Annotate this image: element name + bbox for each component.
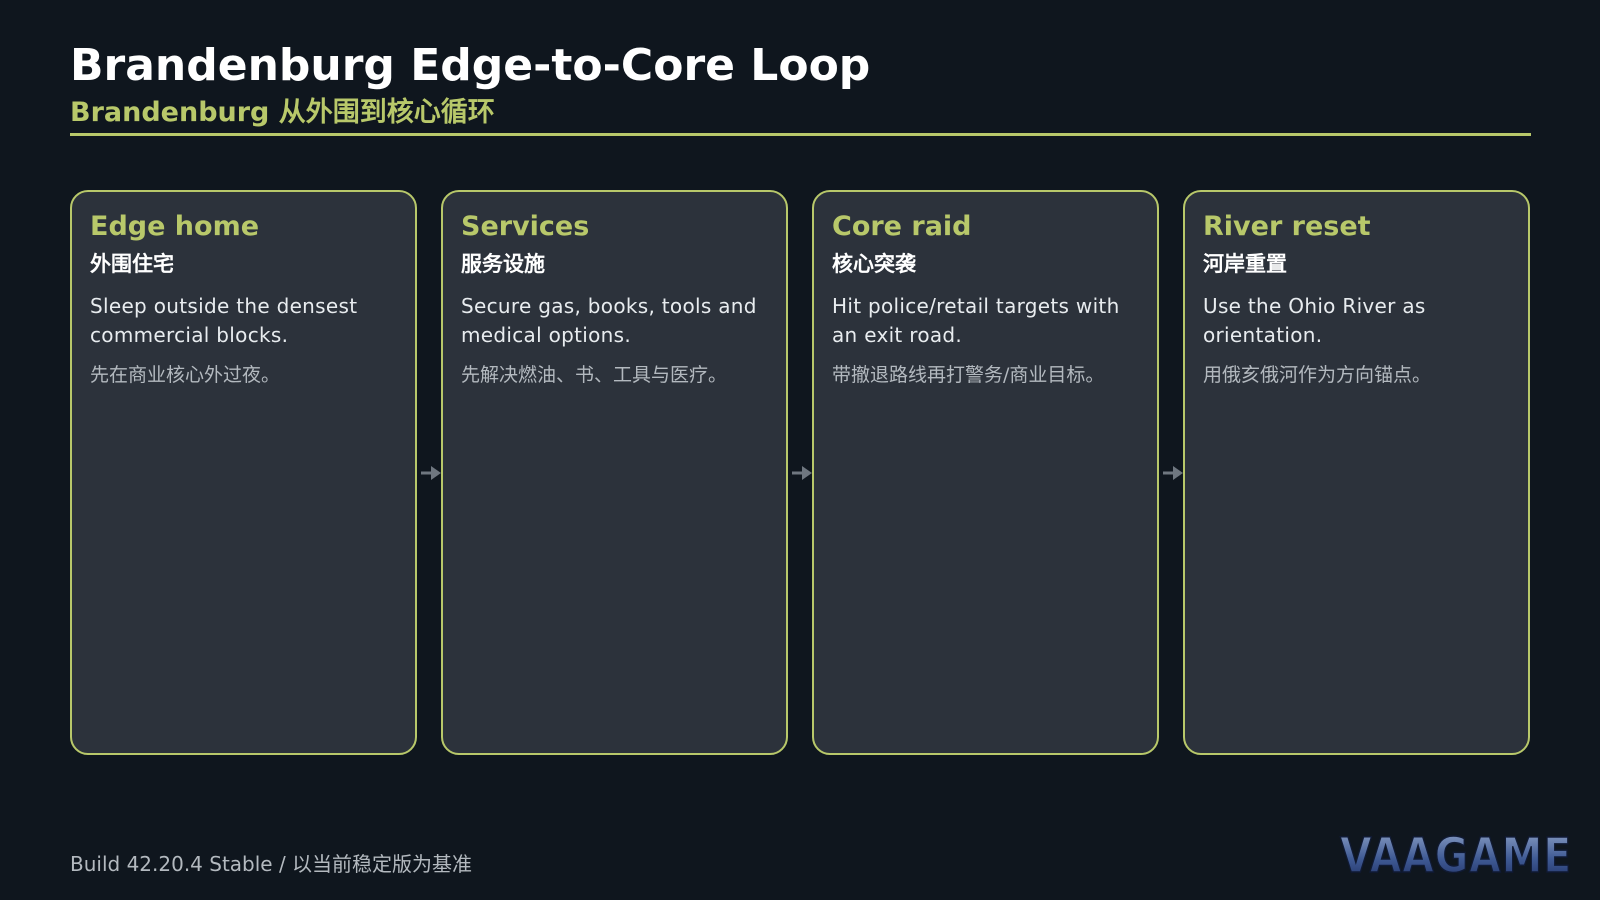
step-subtitle: 外围住宅 <box>90 252 174 276</box>
step-title: Services <box>461 211 590 242</box>
step-note: 带撤退路线再打警务/商业目标。 <box>832 364 1105 386</box>
step-card-core-raid: Core raid 核心突袭 Hit police/retail targets… <box>812 190 1159 755</box>
step-note: 先在商业核心外过夜。 <box>90 364 281 386</box>
build-footer: Build 42.20.4 Stable / 以当前稳定版为基准 <box>70 852 473 876</box>
step-title: Edge home <box>90 211 260 242</box>
vaagame-logo: VAAGAME <box>1339 827 1572 884</box>
step-subtitle: 服务设施 <box>461 252 545 276</box>
step-subtitle: 河岸重置 <box>1203 252 1287 276</box>
title-underline <box>70 133 1531 136</box>
step-card-river-reset: River reset 河岸重置 Use the Ohio River as o… <box>1183 190 1530 755</box>
step-description: Hit police/retail targets with an exit r… <box>832 294 1120 347</box>
step-subtitle: 核心突袭 <box>832 252 916 276</box>
page-subtitle: Brandenburg 从外围到核心循环 <box>70 97 495 128</box>
step-title: Core raid <box>832 211 972 242</box>
step-note: 先解决燃油、书、工具与医疗。 <box>461 364 728 386</box>
page-title: Brandenburg Edge-to-Core Loop <box>70 40 871 91</box>
step-card-services: Services 服务设施 Secure gas, books, tools a… <box>441 190 788 755</box>
step-note: 用俄亥俄河作为方向锚点。 <box>1203 364 1432 386</box>
arrow-right-icon <box>1163 466 1183 480</box>
logo-text: VAAGAME <box>1340 828 1572 884</box>
arrow-right-icon <box>792 466 812 480</box>
step-description: Secure gas, books, tools and medical opt… <box>461 294 757 347</box>
step-card-edge-home: Edge home 外围住宅 Sleep outside the densest… <box>70 190 417 755</box>
step-title: River reset <box>1203 211 1371 242</box>
arrow-right-icon <box>421 466 441 480</box>
step-description: Sleep outside the densest commercial blo… <box>90 294 358 347</box>
step-description: Use the Ohio River as orientation. <box>1203 294 1426 347</box>
